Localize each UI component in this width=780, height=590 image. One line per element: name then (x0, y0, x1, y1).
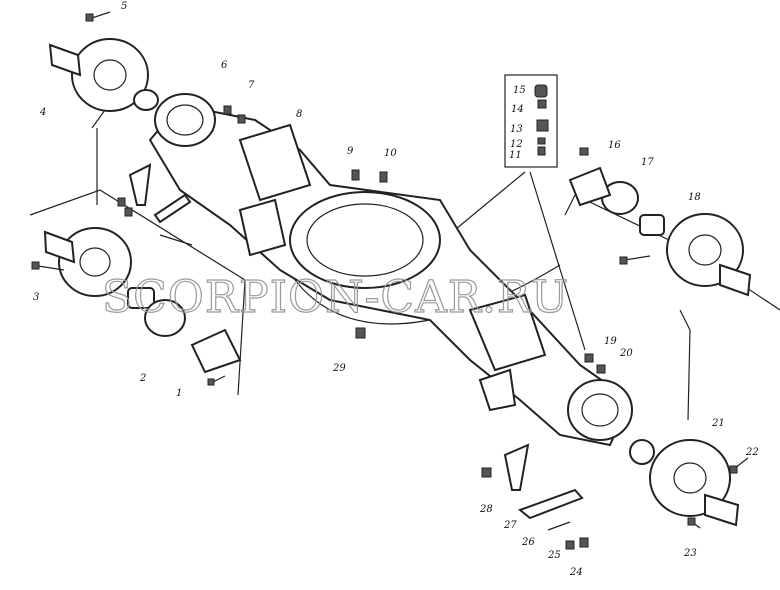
callout-27: 27 (503, 520, 517, 531)
callout-4: 4 (39, 107, 46, 118)
callout-12: 12 (510, 139, 523, 150)
callout-26: 26 (521, 537, 535, 548)
callout-2: 2 (139, 373, 146, 384)
callout-19: 19 (604, 336, 617, 347)
left-spring-seat (238, 123, 312, 202)
right-housing-flange (567, 379, 633, 441)
callout-8: 8 (296, 109, 302, 120)
callout-23: 23 (683, 548, 697, 559)
callout-11: 11 (509, 150, 522, 161)
left-bearing (144, 299, 186, 337)
callout-7: 7 (248, 80, 255, 91)
callout-10: 10 (384, 148, 397, 159)
right-arm (503, 443, 530, 491)
callout-17: 17 (641, 157, 654, 168)
right-upper-hub (568, 166, 752, 297)
right-cover-plate (568, 166, 612, 207)
left-lower-hub (43, 227, 242, 374)
right-bearing-cone (639, 214, 665, 236)
right-bracket (478, 368, 517, 412)
carrier-bowl (289, 191, 441, 289)
left-upper-hub (48, 38, 159, 112)
callout-24: 24 (569, 567, 583, 578)
callout-28: 28 (479, 504, 493, 515)
left-cover-plate (190, 328, 242, 374)
callout-box-11-15 (504, 74, 558, 168)
callout-5: 5 (121, 1, 127, 12)
callout-9: 9 (347, 146, 354, 157)
callout-21: 21 (711, 418, 725, 429)
callout-13: 13 (510, 124, 523, 135)
callout-16: 16 (608, 140, 621, 151)
callout-3: 3 (33, 292, 39, 303)
left-arm (128, 163, 152, 206)
callout-numbers: 1 2 3 4 5 6 7 8 9 10 11 12 13 14 15 16 1… (33, 1, 759, 578)
callout-1: 1 (176, 388, 182, 399)
watermark: SCORPION-CAR.RU (102, 272, 569, 323)
axle-housing (148, 93, 633, 447)
callout-15: 15 (513, 85, 526, 96)
left-housing-flange (154, 93, 216, 147)
callout-14: 14 (511, 104, 524, 115)
left-seal-ring (133, 89, 159, 111)
right-seal-ring (629, 439, 655, 465)
callout-25: 25 (547, 550, 561, 561)
callout-29: 29 (332, 363, 346, 374)
left-lever (153, 193, 192, 224)
right-lever (517, 488, 584, 520)
callout-22: 22 (745, 447, 759, 458)
left-bracket (238, 198, 287, 257)
fasteners (31, 11, 749, 550)
right-lower-hub (629, 439, 740, 527)
right-spring-seat (468, 293, 547, 372)
callout-6: 6 (221, 60, 228, 71)
callout-18: 18 (688, 192, 701, 203)
left-bearing-cone (127, 287, 155, 309)
callout-20: 20 (619, 348, 633, 359)
